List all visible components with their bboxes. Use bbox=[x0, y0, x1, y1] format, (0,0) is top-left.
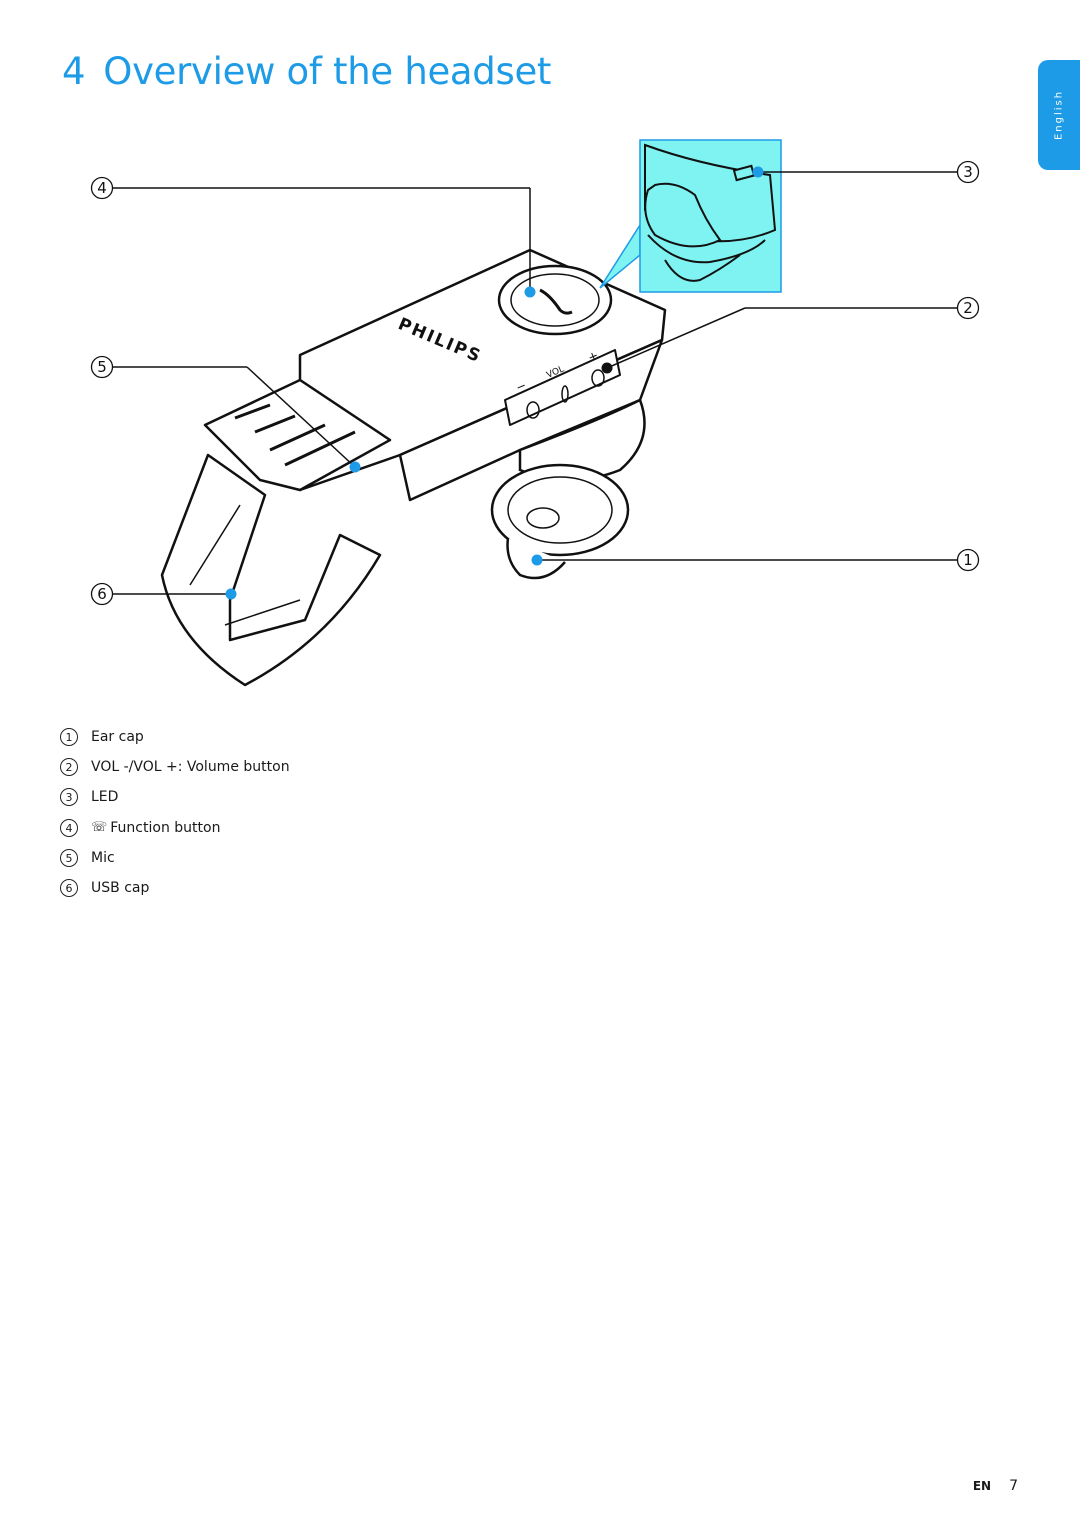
legend-item: 2 VOL -/VOL +: Volume button bbox=[60, 752, 290, 782]
footer-language: EN bbox=[972, 1479, 992, 1493]
callout-2: 2 bbox=[956, 296, 980, 320]
svg-text:6: 6 bbox=[97, 585, 107, 603]
phone-icon: ☏ bbox=[91, 820, 108, 836]
legend-label: VOL -/VOL +: Volume button bbox=[91, 759, 290, 776]
page-footer: EN 7 bbox=[973, 1478, 1018, 1494]
parts-legend: 1 Ear cap 2 VOL -/VOL +: Volume button 3 LE… bbox=[60, 722, 290, 903]
legend-number: 1 bbox=[60, 728, 78, 747]
legend-number: 5 bbox=[60, 848, 78, 867]
svg-text:2: 2 bbox=[963, 299, 973, 317]
ear-piece bbox=[490, 398, 646, 580]
callout-4: 4 bbox=[90, 176, 114, 200]
legend-item: 5 Mic bbox=[60, 843, 290, 873]
page-number: 7 bbox=[1009, 1478, 1018, 1494]
svg-text:1: 1 bbox=[963, 551, 973, 569]
usb-cap bbox=[160, 453, 382, 687]
svg-text:3: 3 bbox=[963, 163, 973, 181]
callout-6: 6 bbox=[90, 582, 114, 606]
legend-number: 4 bbox=[60, 818, 78, 837]
svg-text:4: 4 bbox=[97, 179, 107, 197]
headset-body bbox=[203, 248, 667, 502]
section-number: 4 bbox=[62, 50, 86, 93]
legend-number: 2 bbox=[60, 758, 78, 777]
legend-item: 4 ☏Function button bbox=[60, 813, 290, 843]
legend-item: 6 USB cap bbox=[60, 873, 290, 903]
legend-label: Ear cap bbox=[91, 729, 144, 746]
callout-lines bbox=[112, 171, 958, 595]
callout-3: 3 bbox=[956, 160, 980, 184]
page-title: 4 Overview of the headset bbox=[62, 50, 551, 93]
svg-text:5: 5 bbox=[97, 358, 107, 376]
legend-number: 6 bbox=[60, 879, 78, 898]
callout-dots bbox=[225, 166, 764, 600]
callout-5: 5 bbox=[90, 355, 114, 379]
legend-label: USB cap bbox=[91, 880, 150, 897]
legend-item: 1 Ear cap bbox=[60, 722, 290, 752]
led-detail-inset bbox=[599, 139, 782, 293]
legend-number: 3 bbox=[60, 788, 78, 807]
legend-label: Mic bbox=[91, 849, 115, 866]
headset-illustration: PHILIPS − VOL + 4 5 6 3 2 1 bbox=[90, 139, 980, 687]
callout-1: 1 bbox=[956, 548, 980, 572]
section-title: Overview of the headset bbox=[103, 50, 552, 93]
legend-label: Function button bbox=[110, 819, 221, 836]
legend-item: 3 LED bbox=[60, 782, 290, 812]
language-tab[interactable]: English bbox=[1038, 60, 1080, 170]
legend-label: LED bbox=[91, 789, 119, 806]
